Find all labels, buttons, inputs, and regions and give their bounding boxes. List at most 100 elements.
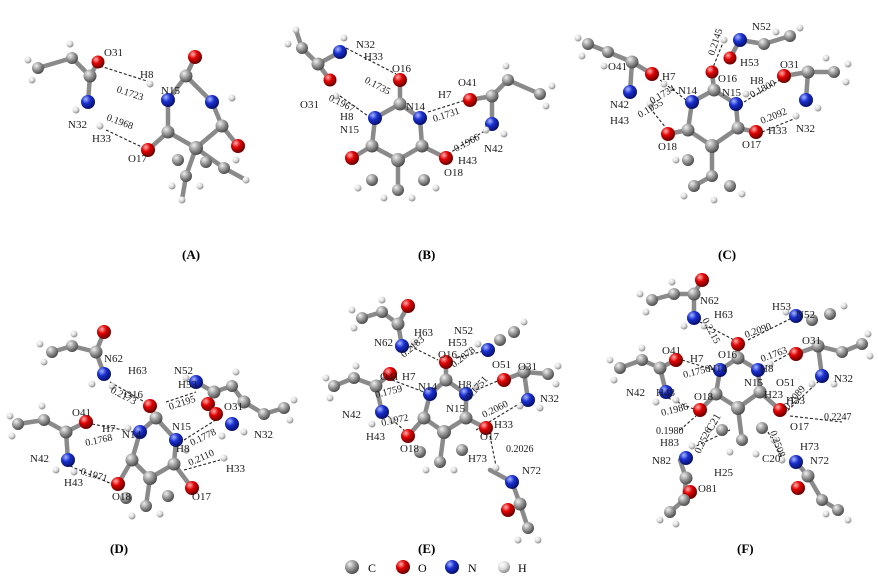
- hbond-distance: 0.1966: [452, 132, 481, 155]
- panel-f: N62 H63 H53 N52 O41 H7 O16 N14 H8 O31 N1…: [606, 273, 874, 556]
- atom-label: H8: [140, 69, 154, 81]
- panel-a-distances: 0.1723 0.1968: [105, 84, 145, 132]
- atom-label: H25: [714, 467, 733, 479]
- atom-label: H73: [468, 453, 487, 465]
- atom-label: N52: [454, 325, 473, 337]
- atom-label: N42: [342, 409, 361, 421]
- atom-label: N62: [374, 337, 393, 349]
- atom-label: N15: [744, 377, 763, 389]
- atom-label: O17: [742, 139, 761, 151]
- atom-label: O31: [518, 361, 537, 373]
- atom-label: H73: [800, 441, 819, 453]
- atom-label: H33: [768, 125, 787, 137]
- atom-label: N62: [700, 295, 719, 307]
- atom-label: H33: [786, 395, 805, 407]
- atom-label: O31: [300, 99, 319, 111]
- atom-label: H53: [178, 379, 197, 391]
- atom-label: O51: [776, 377, 795, 389]
- atom-label: N15: [446, 403, 465, 415]
- atom-label: O17: [790, 421, 809, 433]
- panel-caption: (B): [418, 247, 435, 262]
- legend-label: H: [518, 561, 527, 575]
- atom-label: O16: [124, 389, 143, 401]
- panel-e: H63 N52 N62 H53 O16 O51 O31 O41 H7 N14 H…: [322, 296, 562, 556]
- panel-caption: (C): [718, 247, 736, 262]
- atom-label: H7: [402, 371, 416, 383]
- panel-e-atoms: [322, 296, 562, 544]
- atom-label: H43: [656, 387, 675, 399]
- atom-label: H63: [414, 327, 433, 339]
- hbond-distance: 0.2092: [759, 106, 789, 127]
- atom-label: N32: [540, 393, 559, 405]
- atom-label: O41: [72, 407, 91, 419]
- atom-label: H33: [226, 463, 245, 475]
- atom-label: H33: [92, 133, 111, 145]
- hbond-distance: 0.1735: [363, 75, 392, 98]
- atom-label: N15: [161, 85, 180, 97]
- atom-label: H7: [102, 423, 116, 435]
- hbond-distance: 0.2090: [743, 321, 773, 341]
- legend-item-nitrogen: N: [445, 560, 477, 575]
- atom-label: N42: [610, 99, 629, 111]
- panel-caption: (A): [182, 247, 200, 262]
- atom-label: N32: [796, 123, 815, 135]
- atom-label: O41: [662, 345, 681, 357]
- panel-c-atoms: [574, 24, 852, 204]
- atom-label: H63: [128, 365, 147, 377]
- panel-b: N32 H33 O16 O31 H8 N15 N14 H7 O41 N42 H4…: [284, 26, 556, 262]
- hbond-distance: 0.2183: [399, 334, 427, 360]
- panel-d-atom-labels: N62 H63 N52 H53 O16 O41 H7 N14 N15 O31 H…: [30, 353, 273, 503]
- atom-label: N14: [122, 429, 141, 441]
- atom-label: O31: [104, 47, 123, 59]
- legend-item-oxygen: O: [396, 560, 427, 575]
- atom-label: O18: [444, 167, 463, 179]
- atom-label: H8: [176, 443, 190, 455]
- atom-label: N14: [418, 381, 437, 393]
- panel-caption: (D): [110, 541, 128, 556]
- atom-label: O51: [492, 359, 511, 371]
- atom-label: N14: [678, 85, 697, 97]
- atom-label: O16: [438, 349, 457, 361]
- atom-label: N62: [104, 353, 123, 365]
- oxygen-atom-icon: [396, 560, 410, 574]
- atom-label: H53: [740, 57, 759, 69]
- atom-label: H83: [660, 437, 679, 449]
- panel-b-atom-labels: N32 H33 O16 O31 H8 N15 N14 H7 O41 N42 H4…: [300, 39, 503, 179]
- atom-label: N72: [810, 455, 829, 467]
- atom-label: O16: [718, 349, 737, 361]
- panel-b-hbonds: [339, 47, 487, 155]
- atom-label: H7: [662, 71, 676, 83]
- panel-d: N62 H63 N52 H53 O16 O41 H7 N14 N15 O31 H…: [6, 325, 298, 556]
- hbond-distance: 0.2526: [693, 426, 715, 456]
- legend-item-carbon: C: [345, 560, 376, 575]
- hydrogen-atom-icon: [498, 561, 510, 573]
- panel-caption: (F): [737, 541, 754, 556]
- atom-label: O31: [802, 335, 821, 347]
- atom-label: N52: [752, 21, 771, 33]
- panel-c-atom-labels: N52 H53 O41 H7 N14 O16 H8 N15 O31 N42 H4…: [608, 21, 815, 153]
- panel-a: O31 H8 N15 N32 H33 O17 0.1723 0.1968 (A): [24, 40, 250, 262]
- atom-label: H43: [366, 431, 385, 443]
- legend-label: O: [418, 561, 427, 575]
- atom-label: O81: [698, 483, 717, 495]
- atom-label: H43: [610, 115, 629, 127]
- atom-label: N15: [722, 87, 741, 99]
- atom-label: O31: [780, 59, 799, 71]
- atom-label: H7: [690, 353, 704, 365]
- atom-label: H8: [760, 363, 774, 375]
- hbond-distance: 0.1778: [188, 427, 218, 449]
- atom-label: O16: [392, 63, 411, 75]
- hbond-distance: 0.1986: [660, 402, 689, 419]
- atom-label: N52: [174, 365, 193, 377]
- atom-label: O17: [480, 431, 499, 443]
- atom-label: N14: [406, 101, 425, 113]
- hbond-distance: 0.1723: [115, 84, 145, 103]
- atom-label: N42: [484, 143, 503, 155]
- atom-label: N42: [626, 387, 645, 399]
- panel-a-atoms: [24, 40, 250, 204]
- atom-label: N42: [30, 453, 49, 465]
- hbond-distance: 0.2247: [824, 412, 852, 423]
- legend-label: C: [368, 561, 376, 575]
- atom-label: O18: [400, 443, 419, 455]
